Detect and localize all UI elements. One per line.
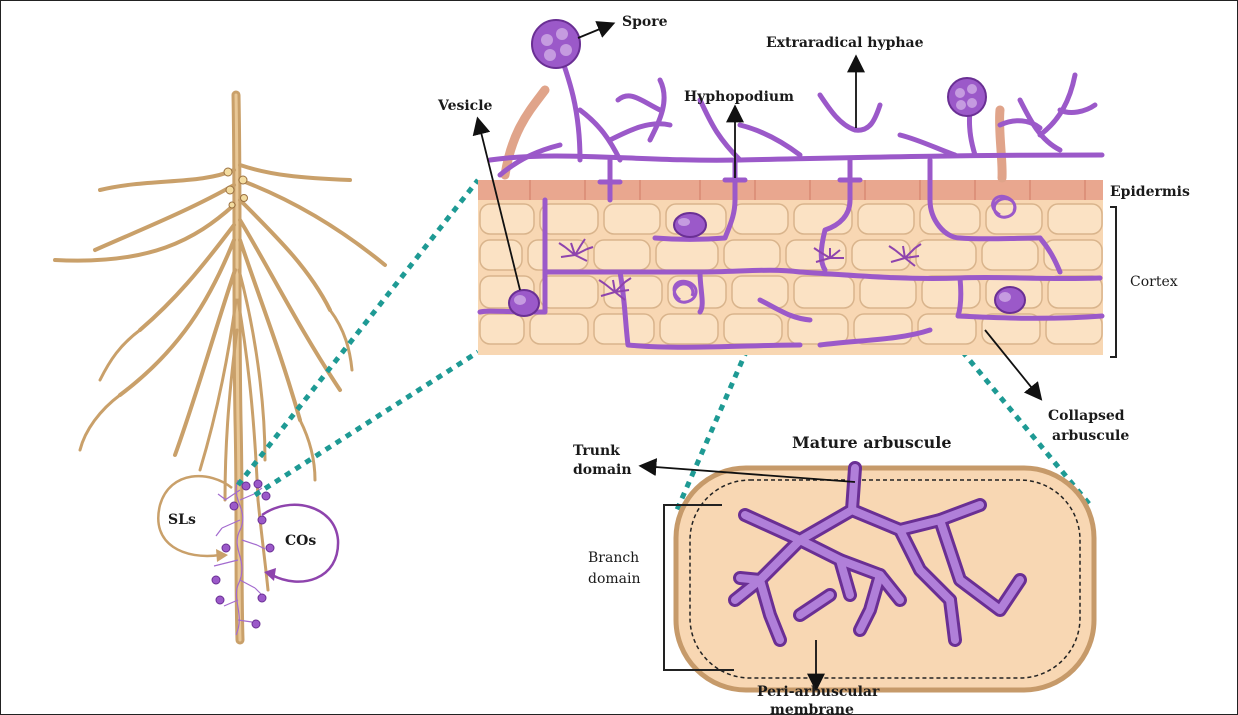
branch-domain-label-line2: domain <box>588 571 641 587</box>
spore-label: Spore <box>622 14 668 30</box>
extraradical-hyphae-label: Extraradical hyphae <box>766 35 924 51</box>
cos-label: COs <box>285 533 316 549</box>
extraradical-hyphae <box>490 40 1102 200</box>
vesicle-label: Vesicle <box>437 98 493 114</box>
cortex-label: Cortex <box>1130 274 1178 290</box>
trunk-domain-label-line1: Trunk <box>573 443 620 459</box>
branch-domain-label-line1: Branch <box>588 550 639 566</box>
collapsed-arbuscule-label-line2: arbuscule <box>1052 428 1129 444</box>
collapsed-arbuscule-label-line1: Collapsed <box>1048 408 1125 424</box>
root-cross-section <box>478 180 1103 355</box>
trunk-domain-label-line2: domain <box>573 462 632 478</box>
peri-arbuscular-label-line1: Peri-arbuscular <box>757 684 880 700</box>
mature-arbuscule-title: Mature arbuscule <box>792 433 952 452</box>
tissue-brackets <box>1110 207 1116 357</box>
peri-arbuscular-label-line2: membrane <box>770 702 854 715</box>
sls-label: SLs <box>168 512 196 528</box>
hyphopodium-label: Hyphopodium <box>684 89 794 105</box>
epidermis-label: Epidermis <box>1110 184 1190 200</box>
